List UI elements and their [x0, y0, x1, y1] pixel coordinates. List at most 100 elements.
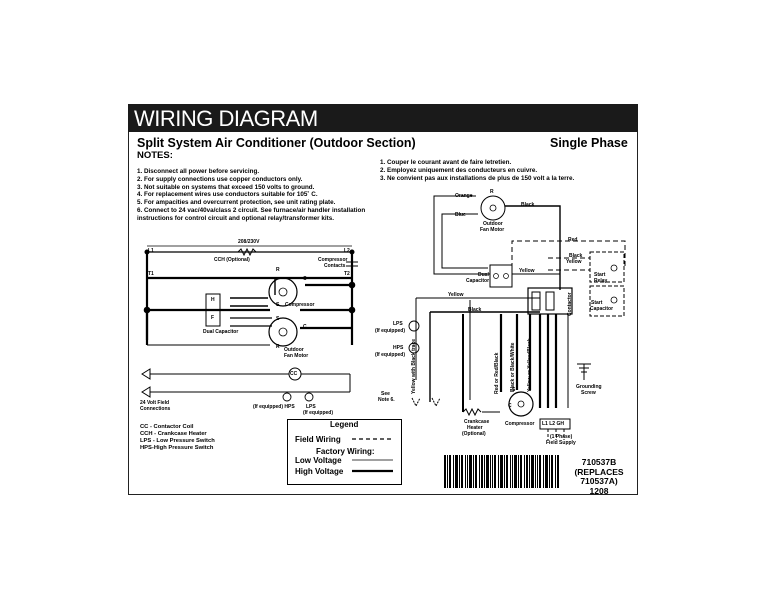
label-crankcase-3: (Optional) [462, 431, 486, 437]
hps-right-symbol [408, 342, 420, 354]
label-voltage: 208/230V [238, 239, 260, 245]
contactor-coil-symbol [288, 367, 302, 381]
compressor-left-symbol [268, 277, 298, 307]
label-red-or-red-black: Red or Red/Black [494, 352, 500, 394]
note-item: instructions for control circuit and opt… [137, 214, 334, 222]
label-s: S [276, 302, 280, 308]
label-fan-right-2: Fan Motor [480, 227, 505, 233]
abbreviation-item: LPS - Low Pressure Switch [140, 438, 215, 444]
crankcase-heater-symbol [462, 407, 482, 417]
fan-motor-right-symbol [480, 195, 506, 221]
label-orange: Orange [455, 193, 473, 199]
label-compressor-right: Compressor [505, 421, 535, 427]
label-t1: T1 [148, 271, 154, 277]
lps-right-symbol [408, 320, 420, 332]
label-yellow-black-trace: Yellow with Black trace [411, 338, 417, 394]
label-l2: L2 [344, 248, 350, 254]
legend-factory-wiring: Factory Wiring: [316, 447, 375, 456]
part-number: 710537B (REPLACES 710537A) 1208 [566, 457, 632, 496]
label-dual-cap-right-1: Dual [478, 272, 489, 278]
label-fan-r: R [276, 344, 280, 350]
start-relay-symbol [589, 251, 625, 283]
label-grounding-2: Screw [581, 390, 596, 396]
contactor-symbol [527, 287, 573, 315]
label-lps-right: LPS [393, 321, 403, 327]
label-see-note-1: See [381, 391, 390, 397]
note-item: 1. Disconnect all power before servicing… [137, 168, 260, 175]
label-dual-capacitor: Dual Capacitor [203, 329, 239, 335]
label-lps-right-eq: (If equipped) [375, 328, 405, 334]
label-black-or-black-white: Black or Black/White [510, 342, 516, 392]
label-t2: T2 [344, 271, 350, 277]
label-blue: Blue [455, 212, 466, 218]
legend-low-voltage: Low Voltage [295, 456, 342, 465]
diagram-subtitle: Split System Air Conditioner (Outdoor Se… [137, 136, 416, 150]
label-contactor: Contactor [567, 292, 573, 316]
notes-french: 1. Couper le courant avant de faire letr… [380, 159, 630, 182]
label-yellow-relay: Yellow [566, 259, 582, 265]
label-fan-r-right: R [490, 189, 494, 195]
label-cch-optional: CCH (Optional) [214, 257, 250, 263]
label-fan-s: S [276, 316, 280, 322]
label-f: F [211, 315, 215, 321]
label-start-relay-2: Relay [594, 278, 608, 284]
compressor-right-symbol [508, 391, 534, 417]
label-lps: LPS [306, 404, 316, 410]
label-red: Red [568, 237, 578, 243]
part-number-line: 710537B [581, 457, 617, 467]
dual-capacitor-right-symbol [489, 264, 513, 288]
label-l1-l2-gnd: L1 L2 GH [542, 421, 564, 427]
fan-motor-left-symbol [268, 317, 298, 347]
label-fan-motor-1: Outdoor [284, 347, 304, 353]
note-item: 2. For supply connections use copper con… [137, 175, 303, 183]
label-if-equipped-hps: (If equipped) HPS [253, 404, 295, 410]
title-bar: WIRING DIAGRAM [128, 104, 638, 132]
label-black-fan: Black [521, 202, 535, 208]
label-one-phase-1: (1 Phase) [550, 434, 573, 440]
label-see-note-2: Note 6. [378, 397, 395, 403]
notes-heading: NOTES: [137, 150, 173, 161]
field-supply-terminal [539, 418, 571, 430]
cch-heater-symbol [237, 247, 257, 257]
legend-field-wiring: Field Wiring [295, 435, 341, 444]
note-item-fr: 3. Ne convient pas aux installations de … [380, 174, 575, 182]
label-comp-right-s: S [512, 387, 516, 393]
label-24v-1: 24 Volt Field [140, 400, 170, 406]
label-fan-motor-2: Fan Motor [284, 353, 309, 359]
label-one-phase-2: Field Supply [546, 440, 576, 446]
barcode-image [444, 455, 559, 488]
diagram-frame [128, 132, 638, 495]
legend-title: Legend [330, 420, 359, 429]
note-item: 6. Connect to 24 vac/40va/class 2 circui… [137, 206, 366, 214]
label-comp-right-c: C [508, 403, 512, 409]
label-crankcase-2: Heater [467, 425, 483, 431]
abbreviation-item: HPS-High Pressure Switch [140, 445, 214, 451]
label-black-mid: Black [468, 307, 482, 313]
label-r: R [276, 267, 280, 273]
label-24v-2: Connections [140, 406, 171, 412]
label-fan-c: C [303, 324, 307, 330]
label-start-cap-2: Capacitor [590, 306, 614, 312]
phase-label: Single Phase [550, 136, 628, 150]
label-black-relay: Black [569, 253, 583, 259]
label-yellow-or-yellow-black: Yellow or Yellow/Black [527, 338, 533, 392]
dual-capacitor-left-symbol [205, 293, 221, 327]
label-yellow-mid: Yellow [448, 292, 464, 298]
note-item: 4. For replacement wires use conductors … [137, 191, 318, 199]
label-h: H [211, 297, 215, 303]
label-grounding-1: Grounding [576, 384, 602, 390]
label-compressor: Compressor [285, 302, 315, 308]
lps-left-symbol [304, 392, 314, 402]
label-start-relay-1: Start [594, 272, 606, 278]
label-fan-right-1: Outdoor [483, 221, 503, 227]
label-start-cap-1: Start [591, 300, 603, 306]
label-c: C [303, 276, 307, 282]
note-item: 3. Not suitable on systems that exceed 1… [137, 183, 315, 191]
label-cc: CC [290, 371, 298, 377]
label-l1: L1 [148, 248, 154, 254]
page-title: WIRING DIAGRAM [134, 106, 318, 131]
note-item-fr: 2. Employez uniquement des conducteurs e… [380, 166, 538, 174]
label-if-equipped: (If equipped) [303, 410, 333, 416]
part-number-date: 1208 [589, 485, 609, 496]
label-compressor-contacts-1: Compressor [318, 257, 348, 263]
